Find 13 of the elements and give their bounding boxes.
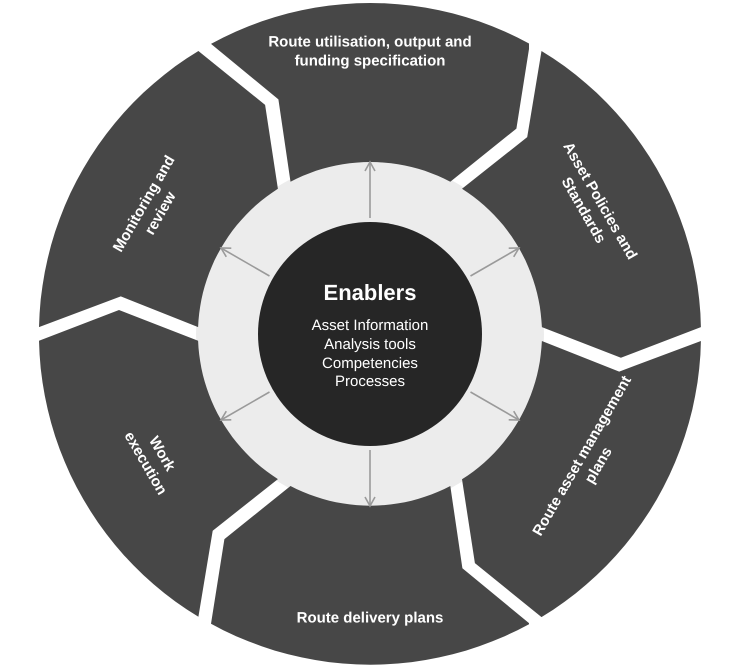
arrow	[220, 247, 270, 277]
center-item: Analysis tools	[324, 336, 416, 354]
arrow	[220, 391, 270, 421]
center-item: Competencies	[322, 354, 418, 374]
arrow	[364, 161, 376, 218]
segment-label: Route utilisation, output and funding specification	[267, 33, 473, 71]
arrow	[470, 391, 520, 421]
segment-label: Route delivery plans	[296, 610, 444, 628]
center-item: Processes	[334, 373, 406, 392]
arrow	[470, 247, 520, 277]
center-heading: Enablers	[324, 279, 416, 307]
arrow	[364, 450, 376, 507]
center-item: Asset Information	[312, 317, 428, 336]
